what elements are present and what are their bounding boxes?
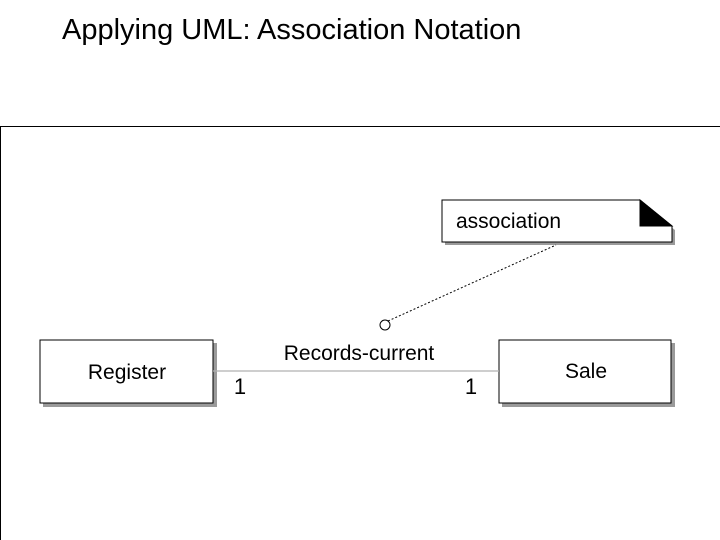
left-multiplicity: 1 [234,374,246,399]
right-multiplicity: 1 [465,374,477,399]
association-note[interactable]: association [441,198,675,245]
note-anchor-circle [379,319,391,331]
association-name: Records-current [284,342,435,365]
note-body [441,199,673,243]
class-sale-label: Sale [565,360,607,383]
note-folded-corner [639,198,674,227]
class-sale[interactable]: Sale [498,339,675,407]
note-anchor-line [387,244,557,322]
class-register-box [39,339,214,404]
slide-title: Applying UML: Association Notation [62,14,522,46]
class-sale-box [498,339,672,404]
diagram-frame [0,126,720,540]
class-register-label: Register [88,361,166,384]
class-register[interactable]: Register [39,339,217,407]
note-text: association [456,210,561,233]
